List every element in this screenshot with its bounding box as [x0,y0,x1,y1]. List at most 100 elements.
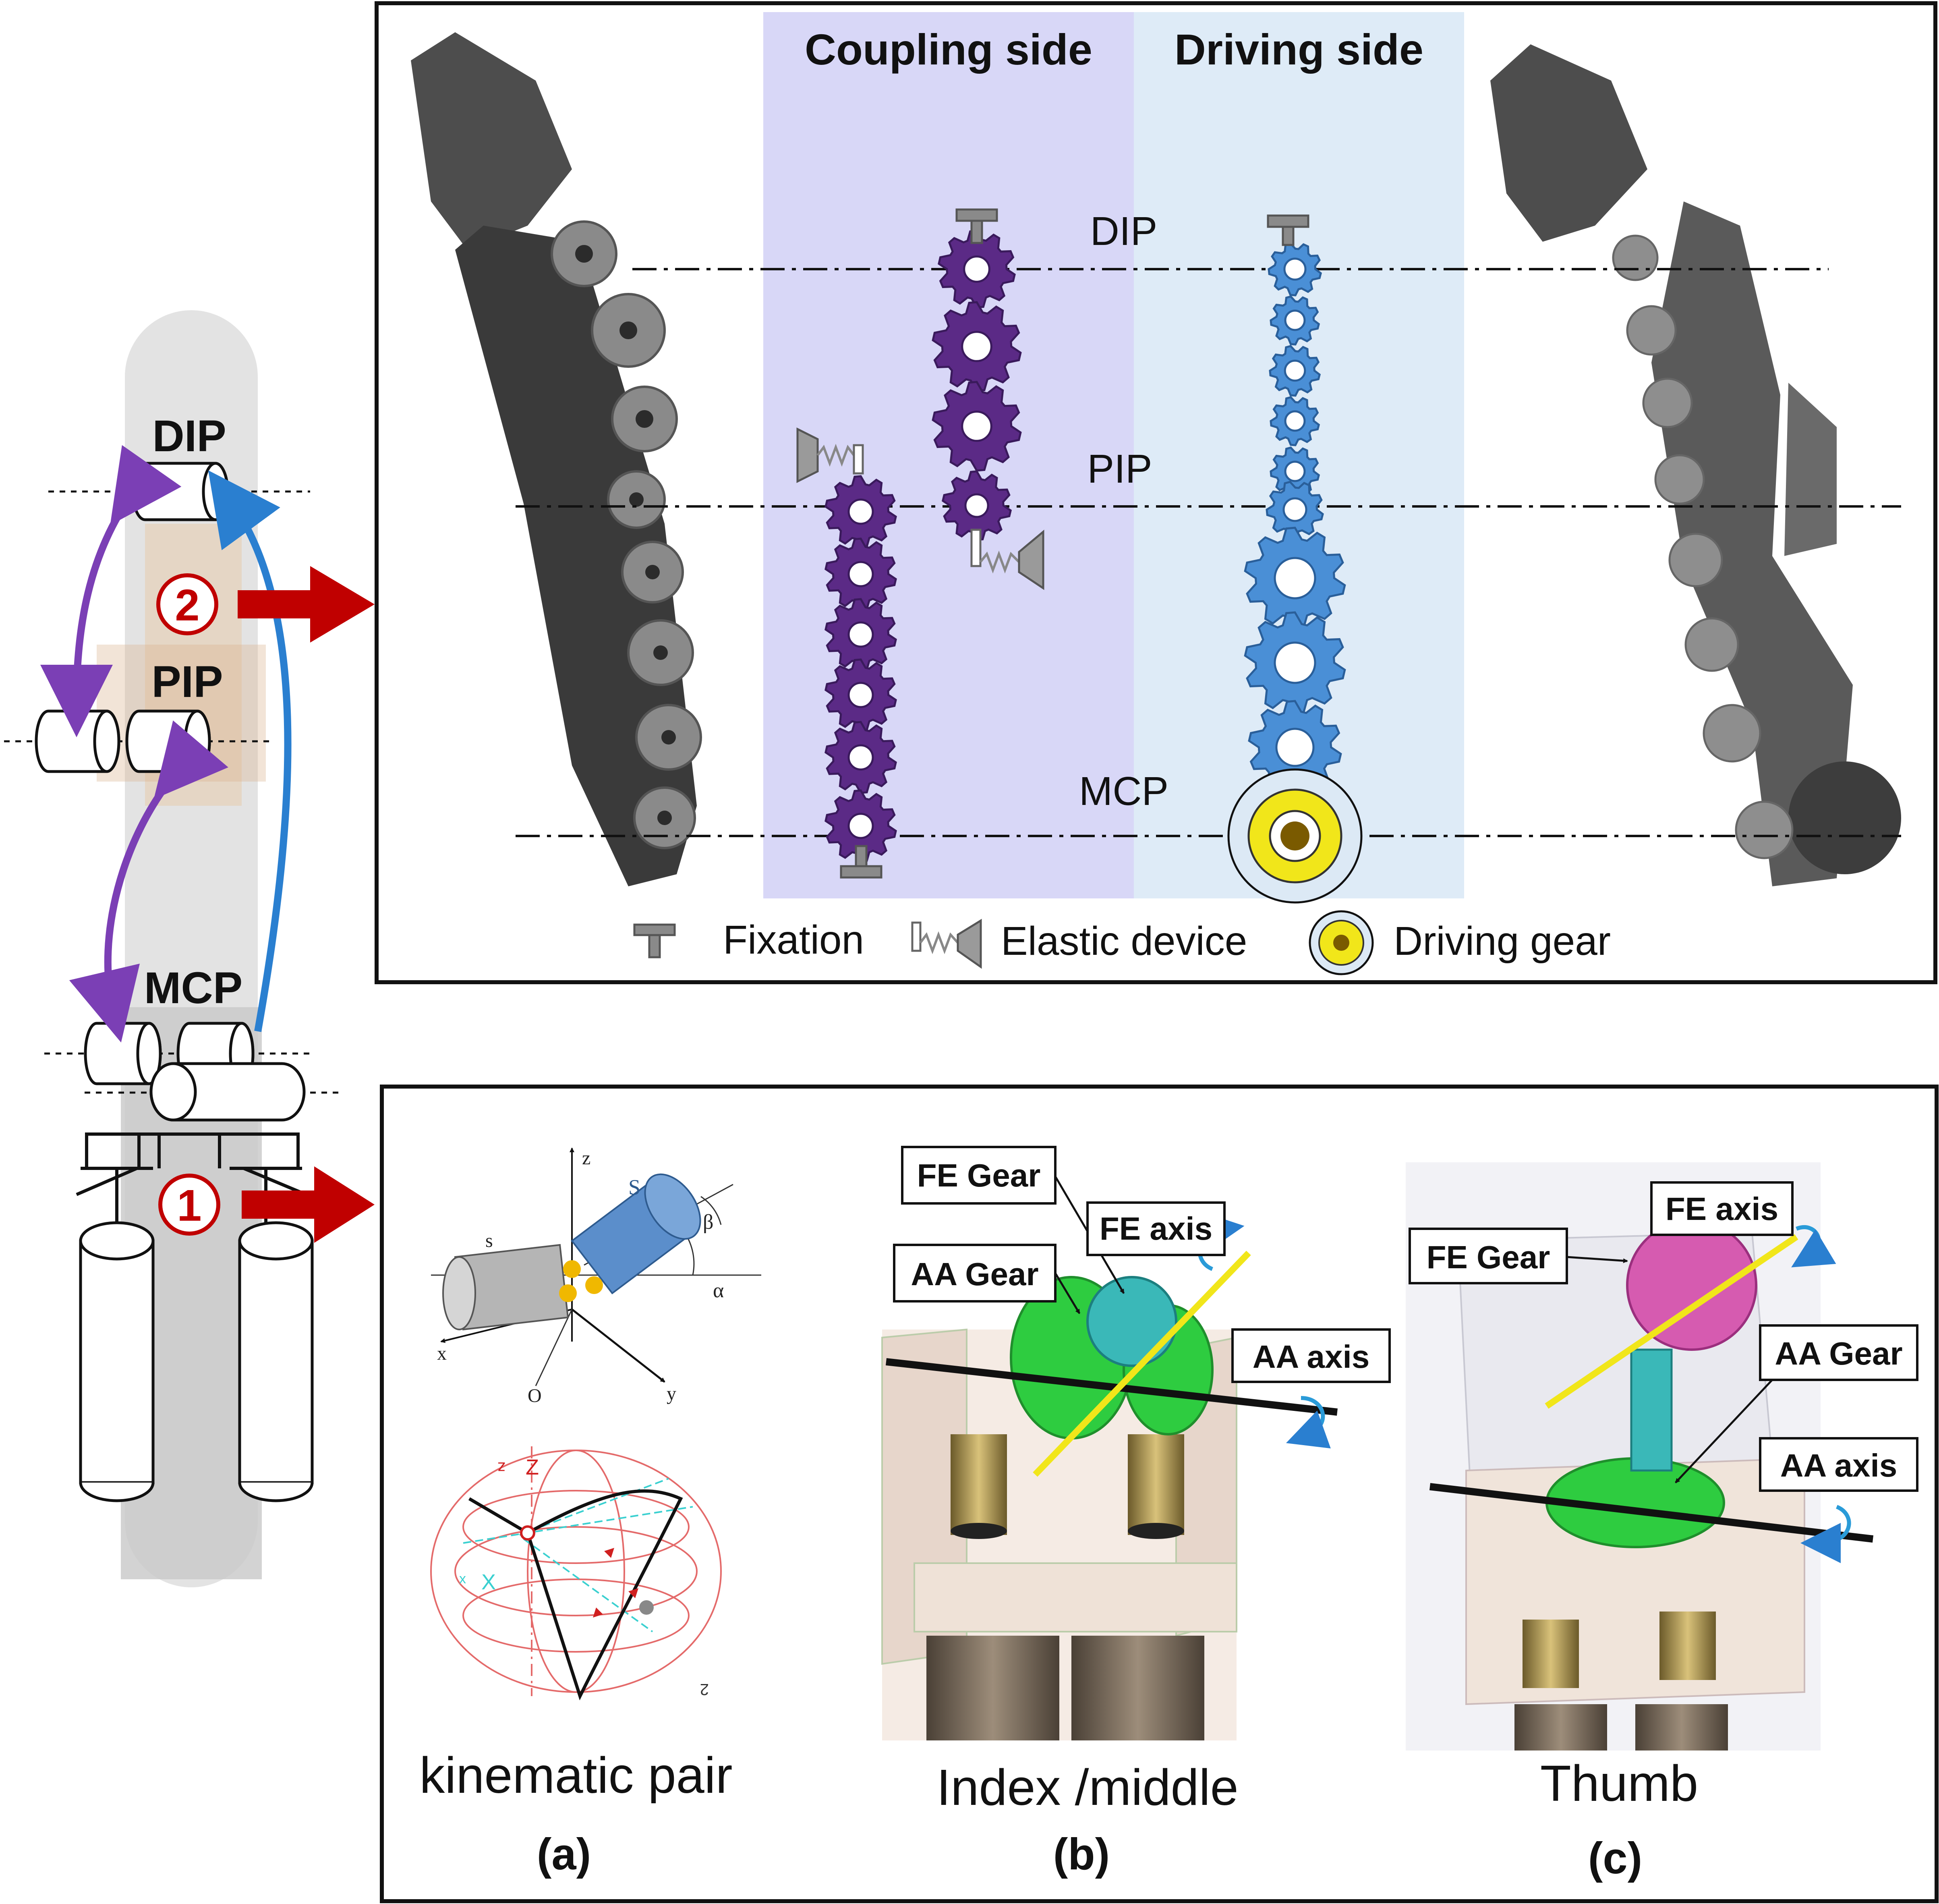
joint-dot-2 [585,1276,603,1294]
pointer-arrow-1 [242,1166,375,1243]
c-fe-gear-label: FE Gear [1427,1239,1550,1275]
driving-gear-5 [1266,481,1324,539]
finger-render-left [411,32,702,886]
motor-right [238,1221,314,1502]
b-fe-axis-line [1033,1251,1251,1477]
motion-loop [468,1489,683,1701]
b-fe-gear [1086,1276,1177,1367]
y-axis [571,1309,665,1383]
driving-side-title: Driving side [1175,25,1423,74]
gear-train-right [1612,234,1794,859]
b-aa-axis-callout: AA axis [1231,1328,1391,1383]
grey-cylinder [442,1244,569,1331]
sphere-z-label: Z [526,1455,539,1479]
axis-y-label: y [667,1383,676,1404]
mcp-label: MCP [144,963,242,1013]
tag-b: (b) [1053,1829,1110,1879]
driving-gear-7 [1244,611,1346,714]
b-fe-axis-callout: FE axis [1086,1201,1226,1256]
legend-driving-gear: Driving gear [1309,910,1611,975]
sphere-x-label: X [481,1570,496,1594]
sphere-z-mirror-label: z [497,1459,505,1477]
b-aa-axis-line [886,1358,1338,1416]
b-fe-axis-label: FE axis [1100,1211,1212,1247]
caption-c: Thumb [1540,1755,1698,1812]
coupling-fixation-bottom [840,845,882,879]
motor-left [79,1221,155,1502]
tag-a: (a) [537,1829,591,1879]
driving-gear-0 [1268,242,1322,297]
c-fe-rotation-icon [1791,1225,1836,1267]
b-motor-right [1071,1636,1204,1740]
beta-label: β [703,1211,713,1234]
b-fe-gear-callout: FE Gear [901,1146,1125,1294]
spherical-diagram: Z z X x 2 [430,1446,722,1701]
caption-b: Index /middle [936,1759,1238,1816]
marker-1: 1 [158,1174,220,1236]
b-aa-axis-label: AA axis [1253,1339,1370,1375]
mcp-axis-label: MCP [1079,769,1168,814]
b-shaft-right [1128,1523,1184,1539]
index-middle-render [881,1211,1338,1740]
fixation-icon [633,923,676,958]
pointer-arrow-2 [238,566,375,643]
c-aa-rotation-icon [1800,1505,1851,1563]
legend-fixation-label: Fixation [723,917,864,962]
c-fe-axis-callout: FE axis [1650,1181,1794,1236]
dip-pip-coupling-arrow [40,445,182,737]
alpha-label: α [713,1279,724,1302]
legend-driving-gear-label: Driving gear [1394,919,1611,964]
beta-arc [700,1196,722,1225]
bottom-panel: z x y O S s β α [380,1085,1939,1903]
sphere-center-dot [520,1525,535,1541]
joint-dot-1 [563,1260,581,1278]
coupling-gear-upper-1 [932,301,1022,392]
blue-cylinder [571,1173,701,1294]
c-shaft [1630,1348,1673,1472]
coupling-gear-lower-4 [824,721,897,794]
c-aa-gear-callout: AA Gear [1675,1324,1918,1483]
c-motor-right [1635,1704,1728,1751]
sphere-x-small-label: x [459,1571,466,1587]
c-aa-axis-callout: AA axis [1759,1437,1918,1492]
kinematic-pair-figure: z x y O S s β α [431,1147,761,1406]
sphere-2-label: 2 [700,1680,709,1698]
aa-cylinder [149,1062,306,1122]
top-panel: Coupling side Driving side [375,1,1937,984]
c-fe-axis-label: FE axis [1666,1191,1778,1227]
b-aa-rotation-icon [1286,1396,1331,1449]
b-motor-left [926,1636,1059,1740]
b-aa-gear-label: AA Gear [911,1256,1038,1292]
c-aa-gear-label: AA Gear [1775,1336,1902,1371]
left-finger-schematic: DIP PIP MCP [4,310,375,1587]
pip-axis-label: PIP [1087,446,1152,492]
driving-arrow [208,470,292,1032]
gear-holes-left [575,245,676,825]
sphere-red-arrows [593,1548,638,1618]
b-base [914,1562,1237,1632]
coupling-gear-lower-2 [824,598,897,671]
dip-cylinder [131,462,229,521]
coupling-fixation-top [955,208,998,244]
driving-gear-1 [1270,295,1320,346]
legend-elastic: Elastic device [911,919,1247,969]
coupling-gear-lower-5 [824,789,897,863]
b-bevel-left [951,1434,1007,1535]
mcp-disc-right [1788,761,1901,874]
origin-label: O [528,1385,542,1406]
driving-gear-6 [1244,527,1346,630]
pip-cylinder-left [35,709,120,773]
dip-label: DIP [152,411,226,461]
svg-text:2: 2 [175,581,199,630]
c-aa-axis-line [1429,1483,1874,1543]
pip-mcp-coupling-arrow [69,720,228,1043]
pip-cylinder-right [125,709,211,773]
driving-gear-2 [1269,345,1321,397]
coupling-gear-upper-3 [941,470,1012,541]
c-bevel-right [1659,1612,1716,1680]
driving-gear-chain [1244,242,1346,795]
legend-fixation: Fixation [633,917,864,962]
driving-gear-icon [1309,910,1374,975]
coupling-side-title: Coupling side [805,25,1092,74]
coupling-elastic-right [970,529,1044,590]
